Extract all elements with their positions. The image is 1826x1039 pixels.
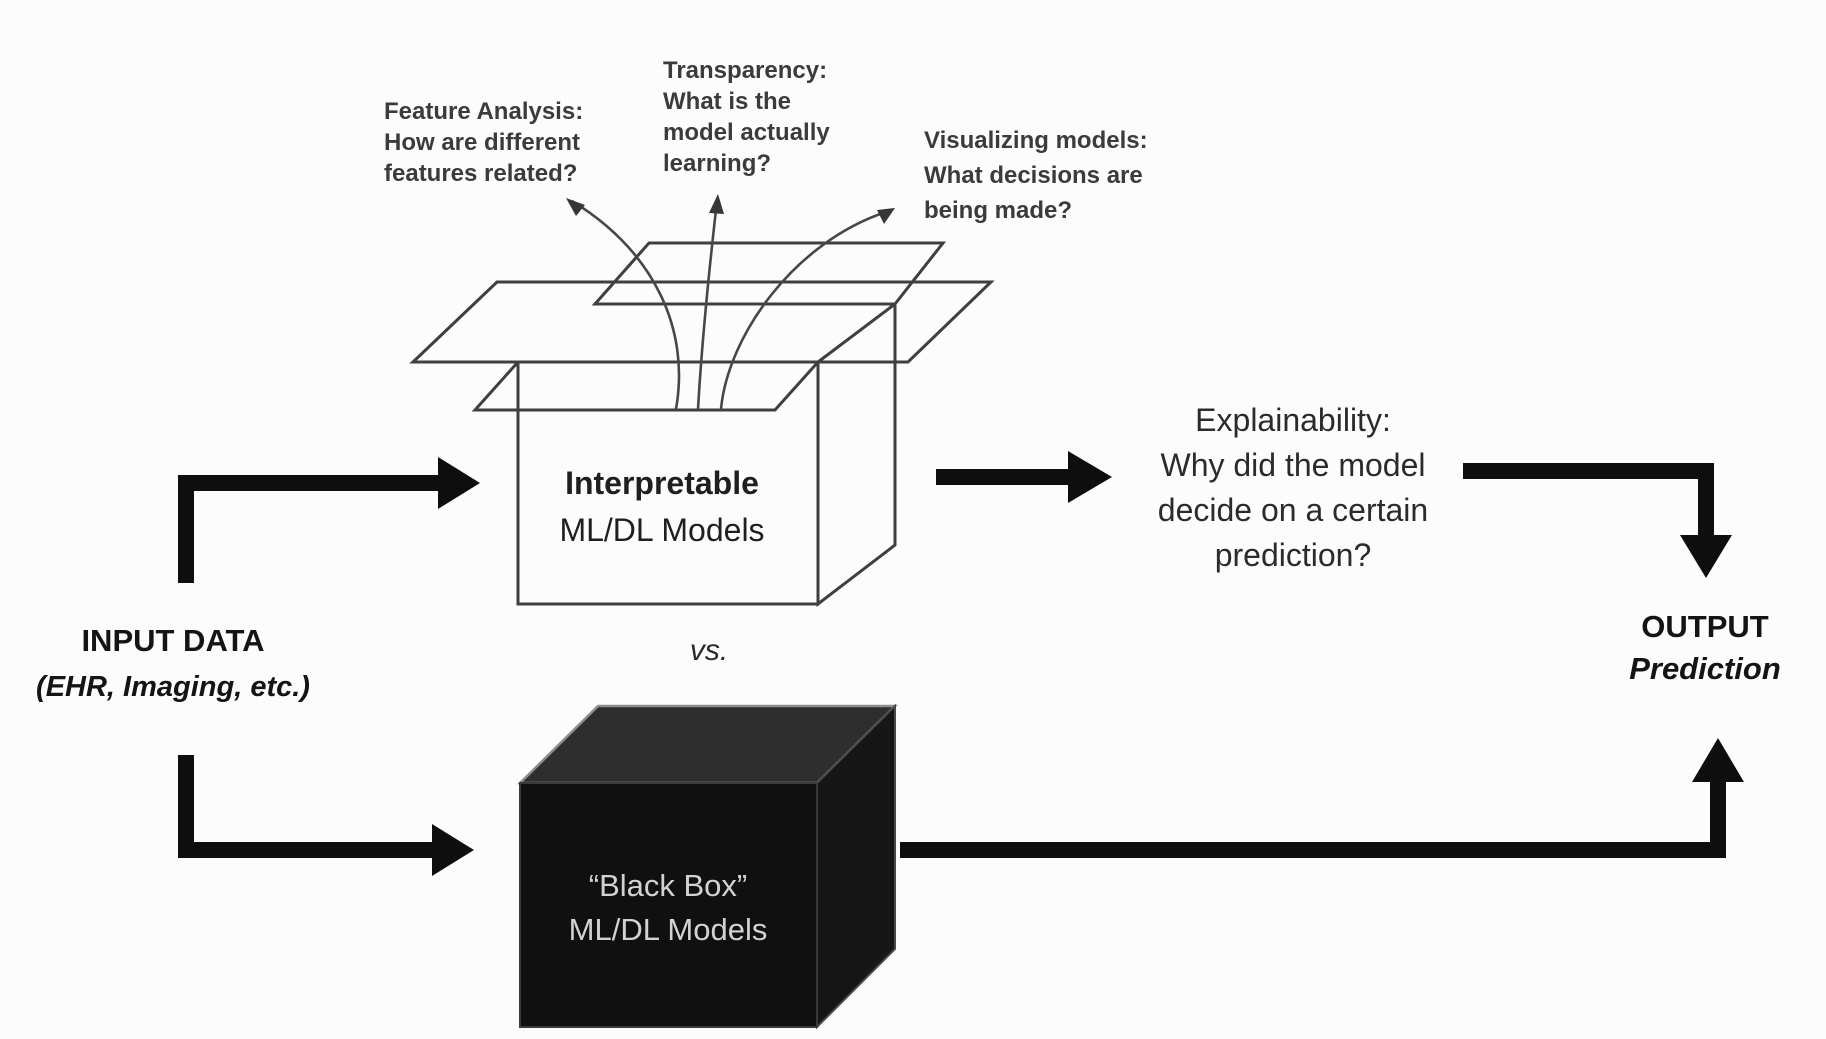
- feature-analysis-line-1: Feature Analysis:: [384, 98, 584, 125]
- black-box-front-face: [519, 782, 818, 1028]
- interpretable-subtitle: ML/DL Models: [559, 512, 765, 548]
- explainability-to-output-arrow: [1463, 463, 1714, 537]
- input-to-interpretable-arrow: [178, 475, 440, 583]
- black-box-title: “Black Box”: [588, 868, 748, 903]
- black-box-subtitle: ML/DL Models: [568, 912, 768, 947]
- feature-analysis-line-2: How are different: [384, 129, 581, 156]
- explainability-line-1: Explainability:: [1195, 402, 1391, 438]
- explainability-line-2: Why did the model: [1160, 447, 1426, 483]
- visualizing-models-annotation: Visualizing models: What decisions are b…: [924, 123, 1148, 228]
- output-subtitle: Prediction: [1629, 651, 1781, 686]
- feature-analysis-arrowhead-icon: [566, 198, 585, 216]
- transparency-line-3: model actually: [663, 119, 830, 146]
- blackbox-to-output-arrow: [900, 780, 1726, 858]
- black-box-3d: [516, 703, 899, 1030]
- explainability-line-4: prediction?: [1214, 537, 1372, 573]
- transparency-line-1: Transparency:: [663, 57, 828, 84]
- black-box-label: “Black Box” ML/DL Models: [518, 864, 818, 952]
- input-data-label: INPUT DATA (EHR, Imaging, etc.): [22, 618, 324, 710]
- visualizing-line-1: Visualizing models:: [924, 127, 1148, 154]
- transparency-line-4: learning?: [663, 150, 772, 177]
- open-box-right-face: [816, 300, 897, 608]
- insight-arrows: [571, 199, 887, 410]
- explainability-line-3: decide on a certain: [1157, 492, 1429, 528]
- flow-arrowheads: [432, 451, 1744, 876]
- feature-analysis-line-3: features related?: [384, 160, 578, 187]
- mid-arrowhead-icon: [1068, 451, 1112, 503]
- open-box-back-flap: [591, 241, 947, 306]
- transparency-annotation: Transparency: What is the model actually…: [663, 55, 830, 179]
- output-title: OUTPUT: [1641, 609, 1769, 644]
- arrow-to-visualizing: [719, 210, 887, 410]
- versus-label: vs.: [689, 634, 729, 667]
- visualizing-line-2: What decisions are: [924, 162, 1143, 189]
- arrow-to-transparency: [696, 200, 719, 410]
- output-label: OUTPUT Prediction: [1555, 606, 1826, 690]
- interpretable-title: Interpretable: [565, 465, 759, 501]
- input-data-subtitle: (EHR, Imaging, etc.): [36, 671, 310, 703]
- interpretable-open-box: [409, 241, 995, 608]
- flow-arrows: [178, 463, 1726, 858]
- insight-arrowheads: [566, 194, 895, 224]
- input-top-arrowhead-icon: [438, 457, 480, 509]
- explainability-annotation: Explainability: Why did the model decide…: [1112, 398, 1474, 578]
- visualizing-line-3: being made?: [924, 197, 1073, 224]
- transparency-line-2: What is the: [663, 88, 792, 115]
- output-up-arrowhead-icon: [1692, 738, 1744, 782]
- open-box-front-flap: [471, 360, 822, 412]
- arrow-to-feature-analysis: [571, 199, 681, 410]
- visualizing-arrowhead-icon: [877, 208, 895, 224]
- input-bottom-arrowhead-icon: [432, 824, 474, 876]
- input-data-title: INPUT DATA: [81, 623, 265, 658]
- input-to-blackbox-arrow: [178, 755, 434, 858]
- output-down-arrowhead-icon: [1680, 535, 1732, 578]
- transparency-arrowhead-icon: [709, 194, 724, 214]
- feature-analysis-annotation: Feature Analysis: How are different feat…: [384, 96, 583, 189]
- interpretable-box-label: Interpretable ML/DL Models: [502, 460, 822, 554]
